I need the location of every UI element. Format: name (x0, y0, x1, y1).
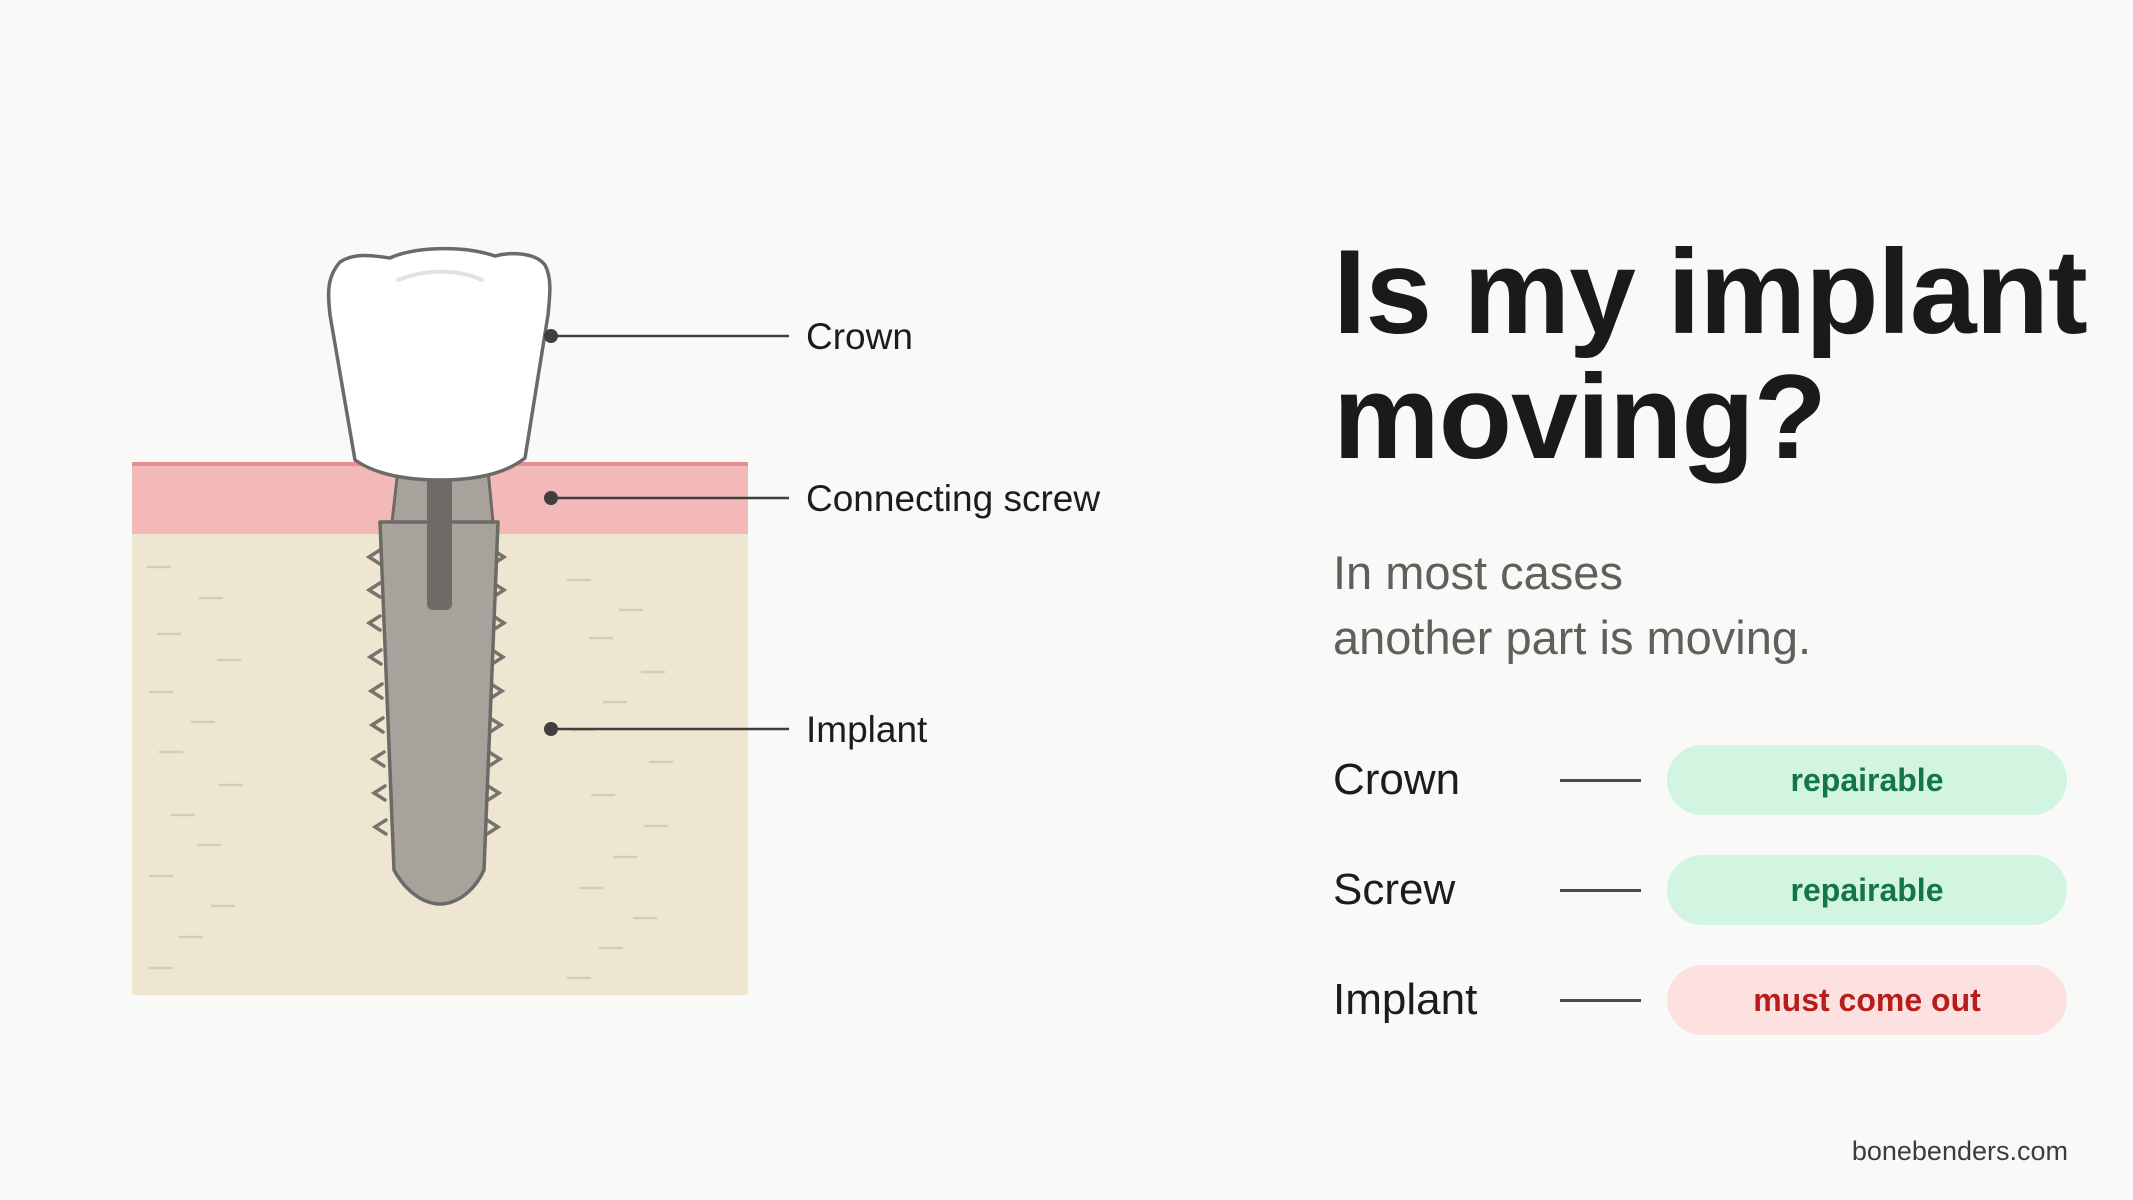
status-badge: repairable (1667, 855, 2067, 925)
implant-diagram: Crown Connecting screw Implant (132, 246, 1100, 995)
status-dash (1560, 779, 1641, 782)
status-row-implant: Implant must come out (1333, 965, 2068, 1035)
headline-line-2: moving? (1333, 349, 1827, 484)
footer-site-url: bonebenders.com (1851, 1136, 2068, 1166)
status-row-screw: Screw repairable (1333, 855, 2068, 925)
crown-label: Crown (806, 316, 913, 357)
crown-highlight (396, 269, 484, 282)
implant-label: Implant (806, 709, 928, 750)
subtitle: In most cases another part is moving. (1333, 540, 2033, 670)
crown (326, 246, 552, 482)
status-part-label: Implant (1333, 975, 1478, 1024)
status-badge: must come out (1667, 965, 2067, 1035)
screw-callout: Connecting screw (544, 478, 1100, 519)
subtitle-line-2: another part is moving. (1333, 611, 1812, 664)
status-part-label: Screw (1333, 865, 1456, 914)
headline-line-1: Is my implant (1333, 225, 2088, 359)
status-table: Crown repairable Screw repairable Implan… (1333, 745, 2068, 1075)
status-row-crown: Crown repairable (1333, 745, 2068, 815)
subtitle-line-1: In most cases (1333, 546, 1623, 599)
implant-callout: Implant (544, 709, 928, 750)
status-part-label: Crown (1333, 755, 1461, 804)
headline: Is my implant moving? (1333, 230, 2093, 480)
status-dash (1560, 999, 1641, 1002)
implant-body (378, 520, 500, 906)
crown-callout: Crown (544, 316, 913, 357)
status-badge: repairable (1667, 745, 2067, 815)
connecting-screw (427, 470, 452, 610)
screw-label: Connecting screw (806, 478, 1100, 519)
status-dash (1560, 889, 1641, 892)
